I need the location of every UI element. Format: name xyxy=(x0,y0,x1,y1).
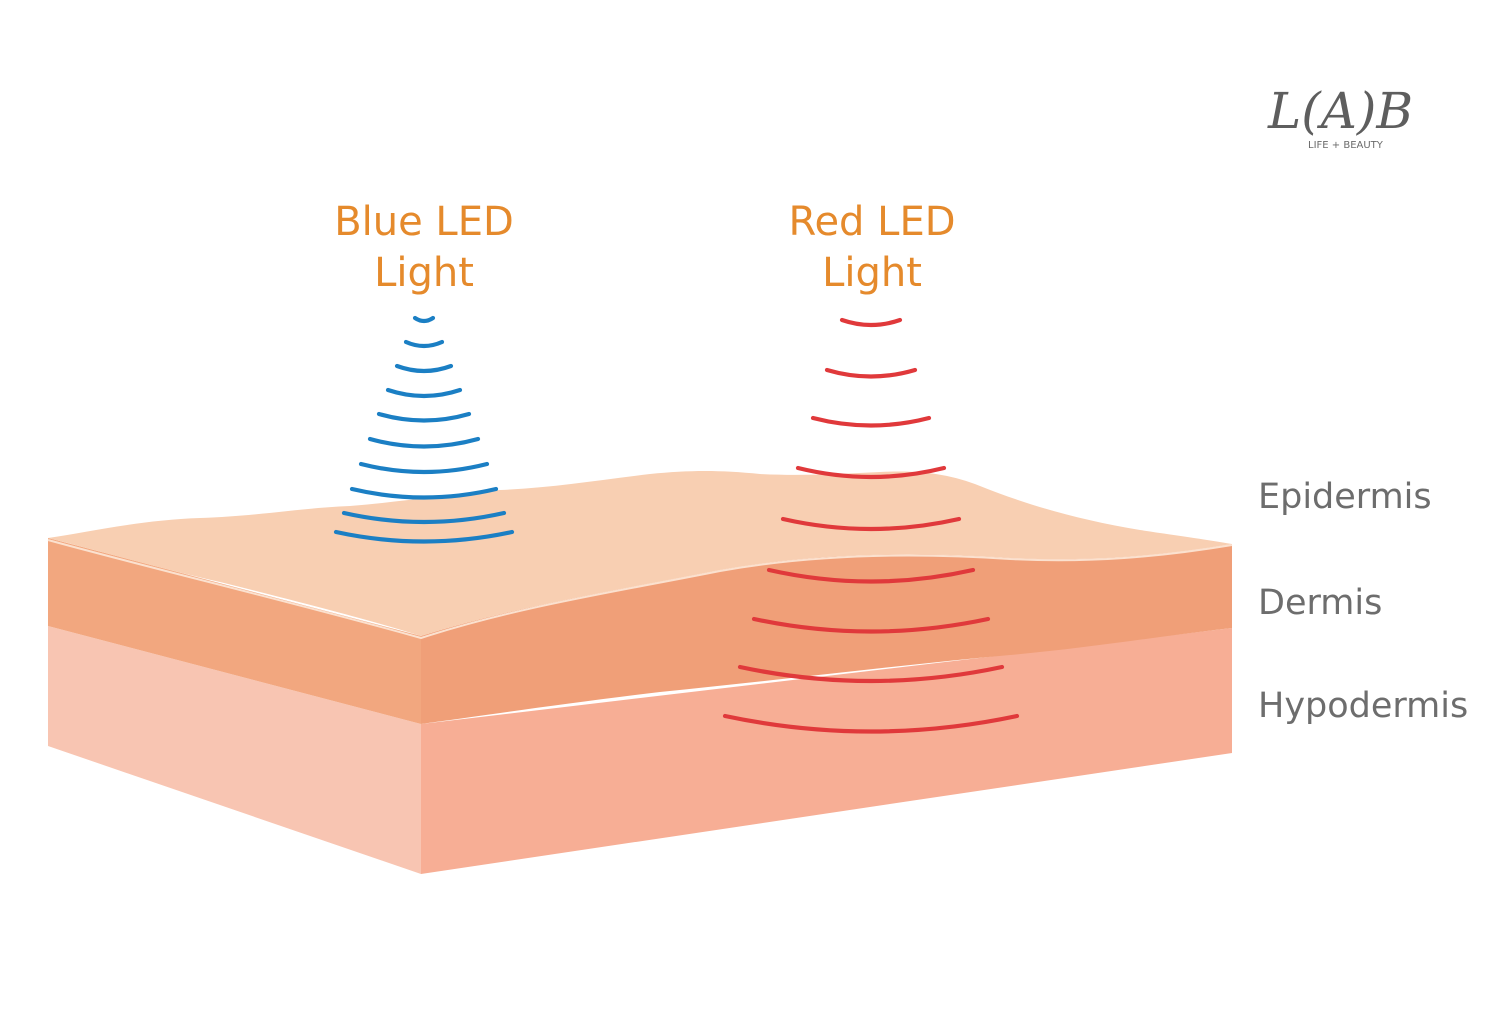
blue-wave-arc xyxy=(406,342,442,346)
blue-wave-arc xyxy=(415,318,433,321)
blue-led-title-line1: Blue LED xyxy=(334,199,514,245)
red-led-title-line2: Light xyxy=(822,250,922,296)
logo-mark: L(A)B xyxy=(1267,82,1413,140)
blue-wave-arc xyxy=(379,414,469,421)
red-wave-arc xyxy=(813,418,929,426)
blue-wave-arc xyxy=(388,390,460,396)
blue-led-title-line2: Light xyxy=(374,250,474,296)
label-dermis: Dermis xyxy=(1258,583,1382,623)
blue-wave-arc xyxy=(361,464,487,472)
label-epidermis: Epidermis xyxy=(1258,477,1432,517)
blue-wave-arc xyxy=(370,439,478,447)
skin-block xyxy=(48,471,1232,874)
red-wave-arc xyxy=(842,320,900,325)
logo-tagline: LIFE + BEAUTY xyxy=(1308,140,1384,151)
label-hypodermis: Hypodermis xyxy=(1258,686,1468,726)
red-led-title-line1: Red LED xyxy=(788,199,955,245)
lab-logo: L(A)B LIFE + BEAUTY xyxy=(1267,82,1413,151)
red-wave-arc xyxy=(827,370,915,377)
blue-wave-arc xyxy=(397,366,451,371)
